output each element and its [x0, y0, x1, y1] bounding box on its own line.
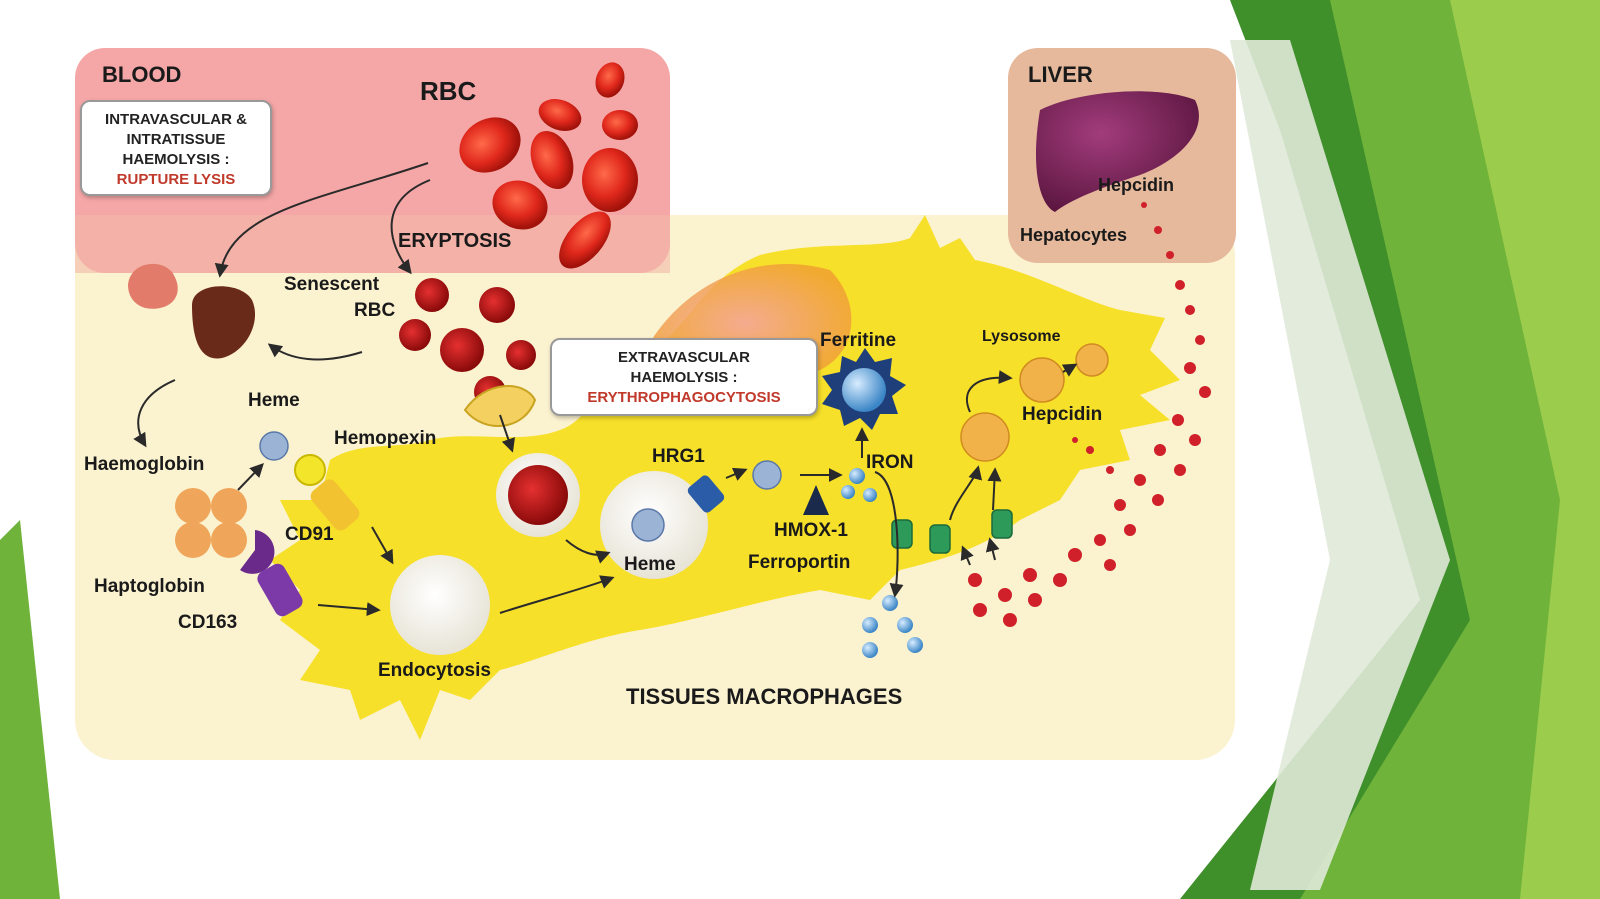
cd163-receptor [257, 563, 303, 617]
rbc-label: RBC [420, 76, 477, 106]
heme-molecules [259, 431, 782, 542]
heme-mid-label: Heme [624, 554, 676, 575]
lysed-rbc [128, 263, 256, 359]
intravascular-box: INTRAVASCULAR & INTRATISSUE HAEMOLYSIS :… [80, 100, 272, 196]
haemoglobin-label: Haemoglobin [84, 454, 205, 475]
intravascular-line-3: HAEMOLYSIS : [122, 151, 230, 168]
senescent-rbc-label: RBC [354, 300, 396, 321]
macrophage-shape [270, 215, 1180, 740]
hepatocytes-label: Hepatocytes [1020, 225, 1128, 245]
liver-title: LIVER [1028, 62, 1093, 87]
iron-label: IRON [866, 452, 914, 473]
extravascular-box: EXTRAVASCULAR HAEMOLYSIS : ERYTHROPHAGOC… [550, 338, 818, 416]
intravascular-line-1: INTRAVASCULAR & [105, 111, 247, 128]
hepcidin-dots [968, 202, 1211, 627]
ferritin-shape [822, 348, 906, 430]
haptoglobin-label: Haptoglobin [94, 576, 205, 597]
rupture-lysis-text: RUPTURE LYSIS [116, 171, 236, 188]
haemoglobin-molecule [175, 488, 247, 558]
pathway-arrows [133, 162, 1078, 617]
hrg1-label: HRG1 [652, 446, 705, 467]
eryptosis-label: ERYPTOSIS [398, 230, 512, 252]
endocytosis-label: Endocytosis [378, 660, 491, 681]
lysosome-blobs [960, 343, 1109, 462]
hmox1-triangle [803, 485, 829, 515]
hepcidin-mid-label: Hepcidin [1022, 404, 1103, 425]
liver-organ [1035, 91, 1199, 212]
hemopexin-shape [294, 454, 326, 486]
extravascular-line-2: HAEMOLYSIS : [630, 369, 738, 386]
extravascular-line-1: EXTRAVASCULAR [618, 349, 750, 366]
intravascular-line-2: INTRATISSUE [126, 131, 226, 148]
heme-top-label: Heme [248, 390, 300, 411]
blood-title: BLOOD [102, 62, 182, 87]
tissues-macrophages-label: TISSUES MACROPHAGES [626, 684, 903, 709]
engulfing-pseudopod [463, 385, 537, 427]
cd91-receptor [310, 479, 360, 531]
hemopexin-label: Hemopexin [334, 428, 437, 449]
ferroportin-channels [891, 509, 1013, 554]
haptoglobin-shape [240, 530, 275, 574]
hmox1-label: HMOX-1 [774, 520, 848, 541]
iron-particles [841, 468, 923, 658]
ferritine-label: Ferritine [820, 330, 897, 351]
hrg1-transporter [687, 475, 725, 513]
rbc-cluster [459, 62, 638, 269]
cd91-label: CD91 [285, 524, 334, 545]
senescent-label: Senescent [284, 274, 380, 295]
lysosome-label: Lysosome [982, 328, 1061, 345]
liver-hepcidin-label: Hepcidin [1098, 175, 1175, 195]
erythrophagocytosis-text: ERYTHROPHAGOCYTOSIS [587, 389, 781, 406]
endosome [390, 555, 490, 655]
ferroportin-label: Ferroportin [748, 552, 851, 573]
cd163-label: CD163 [178, 612, 238, 633]
